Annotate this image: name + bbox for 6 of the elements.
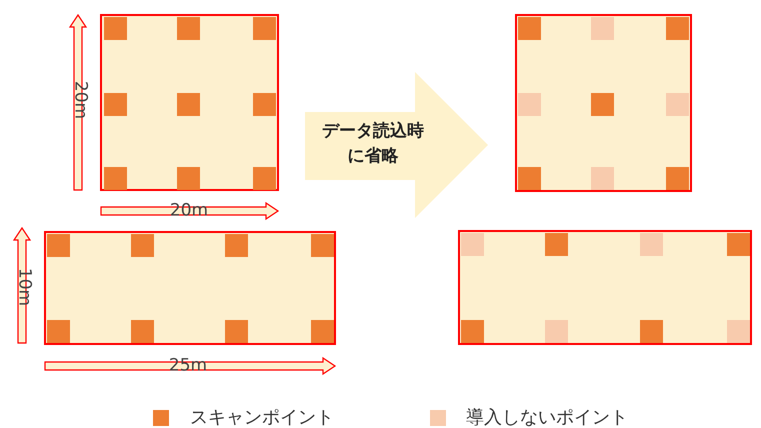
legend-label: スキャンポイント	[190, 409, 334, 427]
dimension-label: 20m	[72, 80, 88, 120]
legend-label: 導入しないポイント	[466, 409, 628, 427]
dimension-label: 10m	[16, 268, 32, 306]
block-arrow	[305, 72, 488, 218]
arrow-label: データ読込時に省略	[321, 120, 425, 168]
